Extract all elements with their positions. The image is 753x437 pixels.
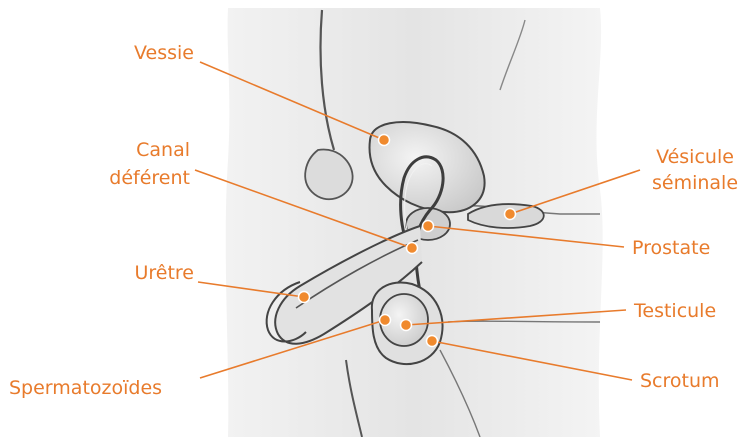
label-spermatozoides: Spermatozoïdes [9, 377, 162, 399]
marker-testicule [401, 320, 412, 331]
label-prostate: Prostate [632, 237, 710, 259]
label-scrotum: Scrotum [640, 370, 720, 392]
label-canal-line1: Canal [80, 139, 190, 161]
marker-vessie [379, 135, 390, 146]
label-vesicule-line2: séminale [640, 172, 750, 194]
label-canal-deferent: Canal déférent [80, 139, 190, 189]
marker-uretre [299, 292, 310, 303]
marker-scrotum [427, 336, 438, 347]
marker-prostate [423, 221, 434, 232]
label-uretre: Urêtre [94, 262, 194, 284]
label-testicule: Testicule [634, 300, 716, 322]
label-vesicule-seminale: Vésicule séminale [640, 146, 750, 194]
marker-spermatozoides [380, 315, 391, 326]
label-vessie: Vessie [104, 42, 194, 64]
label-canal-line2: déférent [80, 167, 190, 189]
marker-vesicule [505, 209, 516, 220]
marker-canal-deferent [407, 243, 418, 254]
label-vesicule-line1: Vésicule [640, 146, 750, 168]
